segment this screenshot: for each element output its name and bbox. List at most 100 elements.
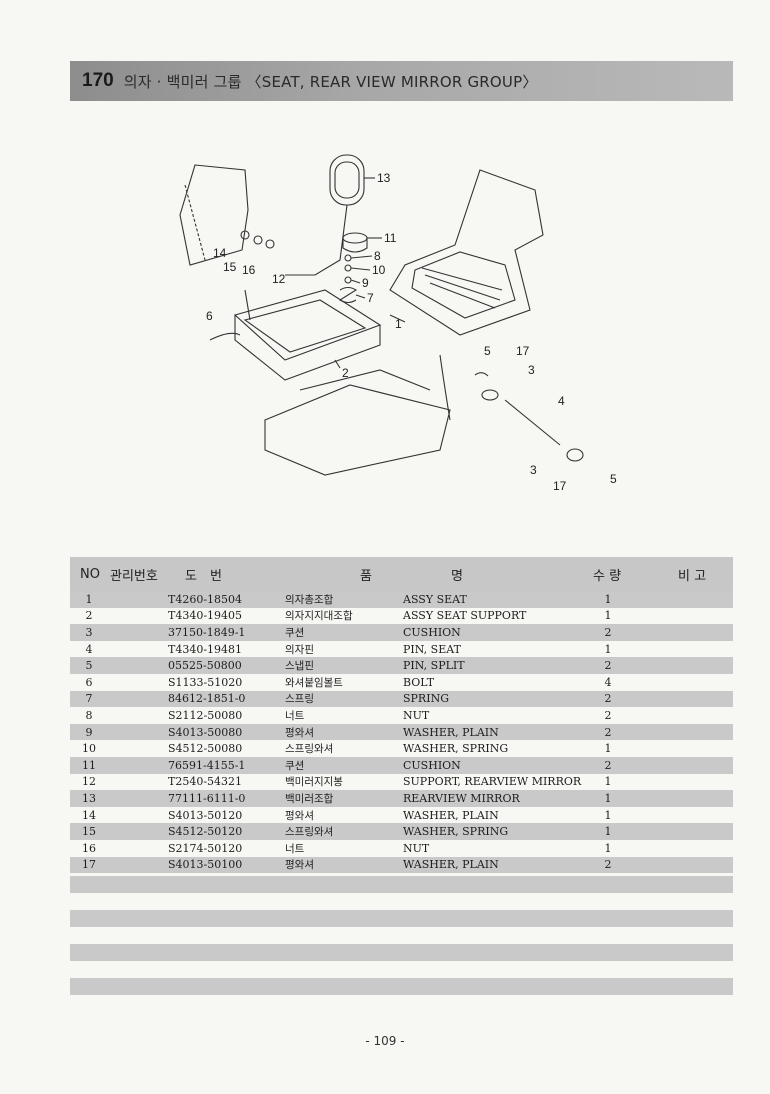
cell-part-number: T4340-19481 (168, 642, 243, 656)
cushion-11 (342, 232, 368, 244)
chassis (264, 384, 451, 476)
seat-support-inner (243, 299, 367, 353)
cell-english-name: REARVIEW MIRROR (403, 791, 520, 805)
cell-english-name: WASHER, SPRING (403, 825, 509, 839)
cell-korean-name: 평와셔 (285, 859, 314, 872)
cell-no: 4 (85, 642, 93, 656)
cell-korean-name: 스프링와셔 (285, 743, 334, 756)
bolt-6 (244, 289, 251, 321)
leader-9 (350, 279, 361, 284)
section-number: 170 (82, 70, 114, 91)
empty-row-stripe (70, 944, 733, 961)
cell-part-number: 37150-1849-1 (168, 625, 246, 639)
callout-14: 14 (213, 246, 227, 260)
mirror-glass (334, 161, 360, 199)
callout-11: 11 (384, 231, 397, 245)
bracket-edge (184, 184, 206, 261)
cell-part-number: 05525-50800 (168, 659, 242, 673)
cell-no: 5 (85, 659, 93, 673)
cell-english-name: NUT (403, 841, 430, 855)
cell-no: 9 (85, 725, 93, 739)
cell-no: 11 (82, 758, 96, 772)
callout-12: 12 (272, 272, 286, 286)
callout-2: 2 (342, 366, 349, 380)
cell-english-name: SPRING (403, 692, 449, 706)
cell-quantity: 1 (604, 841, 612, 855)
callout-3-lower: 3 (530, 463, 537, 477)
empty-row-stripe (70, 876, 733, 893)
cell-part-number: S4013-50080 (168, 725, 243, 739)
cell-korean-name: 쿠션 (285, 626, 305, 639)
cell-part-number: S2112-50080 (168, 708, 243, 722)
cell-korean-name: 너트 (285, 842, 305, 855)
section-header: 170 의자 · 백미러 그룹 〈SEAT, REAR VIEW MIRROR … (70, 61, 733, 101)
cell-part-number: S4512-50080 (168, 742, 243, 756)
cell-part-number: S2174-50120 (168, 841, 243, 855)
leader-1 (389, 314, 406, 323)
callout-13: 13 (377, 171, 391, 185)
empty-row-stripe (70, 910, 733, 927)
cell-korean-name: 의자총조합 (285, 593, 334, 606)
split-pin-5 (474, 372, 489, 377)
seat-support (233, 289, 382, 361)
leader-7 (355, 294, 366, 299)
seat-stitching (421, 267, 503, 309)
callout-9: 9 (362, 276, 369, 290)
cell-english-name: WASHER, PLAIN (403, 858, 499, 872)
cell-no: 15 (82, 825, 96, 839)
empty-row-stripe (70, 978, 733, 995)
seat-support-side (234, 315, 381, 381)
cell-no: 3 (85, 625, 93, 639)
cell-english-name: SUPPORT, REARVIEW MIRROR (403, 775, 582, 789)
cushion-3-upper (481, 389, 499, 401)
washer-10 (344, 264, 352, 272)
cell-part-number: S4013-50100 (168, 858, 243, 872)
cell-no: 12 (82, 775, 96, 789)
callout-17-upper: 17 (516, 344, 530, 358)
cell-korean-name: 평와셔 (285, 809, 314, 822)
cell-quantity: 2 (604, 725, 612, 739)
chassis-top (299, 369, 431, 391)
table-header: NO 관리번호 도 번 품 명 수 량 비 고 (70, 557, 733, 591)
callout-1: 1 (395, 317, 402, 331)
callout-4: 4 (558, 394, 565, 408)
cell-quantity: 1 (604, 742, 612, 756)
lever (209, 332, 241, 341)
washer-9 (344, 276, 352, 284)
cell-korean-name: 쿠션 (285, 759, 305, 772)
cell-no: 14 (82, 808, 96, 822)
callout-16: 16 (242, 263, 256, 277)
seat (389, 169, 544, 336)
cell-quantity: 1 (604, 775, 612, 789)
cell-part-number: T4340-19405 (168, 609, 243, 623)
mirror-support-rod (285, 204, 348, 276)
seat-cushion (411, 251, 516, 319)
cell-english-name: WASHER, PLAIN (403, 808, 499, 822)
cell-no: 1 (85, 592, 93, 606)
cell-quantity: 2 (604, 858, 612, 872)
cell-korean-name: 의자지지대조합 (285, 610, 353, 623)
cell-english-name: ASSY SEAT SUPPORT (403, 609, 527, 623)
cell-korean-name: 백미러조합 (285, 792, 334, 805)
nut-8 (344, 254, 352, 262)
cell-part-number: S4013-50120 (168, 808, 243, 822)
cell-quantity: 1 (604, 642, 612, 656)
cell-english-name: ASSY SEAT (403, 592, 467, 606)
cell-korean-name: 스냅핀 (285, 660, 314, 673)
washer-15 (253, 235, 263, 245)
callout-10: 10 (372, 263, 386, 277)
cell-korean-name: 와셔붙임볼트 (285, 676, 343, 689)
cell-english-name: WASHER, PLAIN (403, 725, 499, 739)
cell-no: 2 (85, 609, 93, 623)
cell-no: 7 (85, 692, 93, 706)
bracket-plate (179, 164, 249, 266)
